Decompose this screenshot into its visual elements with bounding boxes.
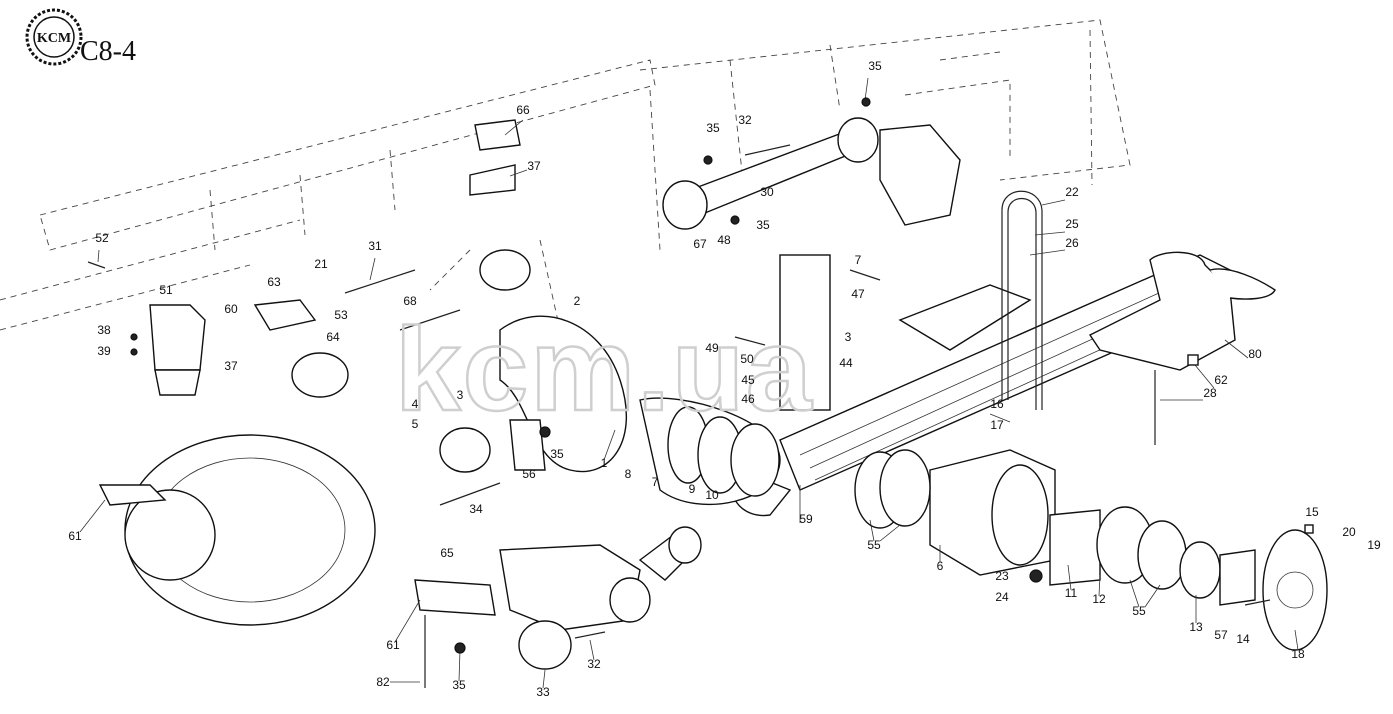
- callout-c33: 33: [536, 685, 550, 699]
- callout-c37a: 37: [527, 159, 541, 173]
- callout-c61b: 61: [386, 638, 400, 652]
- callout-c17: 17: [990, 418, 1004, 432]
- callout-c64: 64: [326, 330, 340, 344]
- callout-c48: 48: [717, 233, 731, 247]
- callout-c60: 60: [224, 302, 238, 316]
- callout-c13: 13: [1189, 620, 1203, 634]
- callout-c24: 24: [995, 590, 1009, 604]
- hub-assembly: [854, 449, 1328, 651]
- callout-c20: 20: [1342, 525, 1356, 539]
- callout-c9: 9: [689, 482, 696, 496]
- callout-c32a: 32: [738, 113, 752, 127]
- callout-c55b: 55: [1132, 604, 1146, 618]
- callout-c67: 67: [693, 237, 707, 251]
- callout-c6: 6: [937, 559, 944, 573]
- callout-c4: 4: [412, 397, 419, 411]
- callout-c8: 8: [625, 467, 632, 481]
- callout-c56: 56: [522, 467, 536, 481]
- callout-c32b: 32: [587, 657, 601, 671]
- u-bolt: [1001, 190, 1043, 410]
- callout-c35b: 35: [706, 121, 720, 135]
- callout-c38: 38: [97, 323, 111, 337]
- callout-c14: 14: [1236, 632, 1250, 646]
- callout-c44: 44: [839, 356, 853, 370]
- callout-c7: 7: [855, 253, 862, 267]
- spring-bracket: [1088, 251, 1276, 371]
- callout-c10: 10: [705, 488, 719, 502]
- leader-lines: [79, 77, 1299, 689]
- callout-c30: 30: [760, 185, 774, 199]
- kcm-logo: KCM: [25, 8, 83, 66]
- callout-c7b: 7: [652, 475, 659, 489]
- callout-c59: 59: [799, 512, 813, 526]
- callout-c68: 68: [403, 294, 417, 308]
- callout-c45: 45: [741, 373, 755, 387]
- callout-c47: 47: [851, 287, 865, 301]
- callout-c52: 52: [95, 231, 109, 245]
- callout-c2: 2: [574, 294, 581, 308]
- callout-c35c: 35: [756, 218, 770, 232]
- callout-c46: 46: [741, 392, 755, 406]
- callout-c66: 66: [516, 103, 530, 117]
- callout-c57: 57: [1214, 628, 1228, 642]
- callout-c49: 49: [705, 341, 719, 355]
- callout-c3a: 3: [845, 330, 852, 344]
- callout-c23: 23: [995, 569, 1009, 583]
- callout-c31: 31: [368, 239, 382, 253]
- callout-c62: 62: [1214, 373, 1228, 387]
- callout-c34: 34: [469, 502, 483, 516]
- pivot-casting: [499, 315, 781, 506]
- nuts: [130, 97, 1314, 654]
- callout-c39: 39: [97, 344, 111, 358]
- callout-c82: 82: [376, 675, 390, 689]
- callout-c35d: 35: [550, 447, 564, 461]
- callout-c15: 15: [1305, 505, 1319, 519]
- callout-c5: 5: [412, 417, 419, 431]
- callout-c22: 22: [1065, 185, 1079, 199]
- watermark-text: kcm.ua: [395, 304, 814, 436]
- callout-c35e: 35: [452, 678, 466, 692]
- callout-c65: 65: [440, 546, 454, 560]
- callout-c51: 51: [159, 283, 173, 297]
- diagram-code: C8-4: [80, 36, 136, 67]
- callout-c11: 11: [1065, 586, 1078, 600]
- callout-c37b: 37: [224, 359, 238, 373]
- callout-c16: 16: [990, 397, 1004, 411]
- callout-c80: 80: [1248, 347, 1262, 361]
- callout-c63: 63: [267, 275, 281, 289]
- callout-c12: 12: [1092, 592, 1106, 606]
- reaction-rod: [662, 117, 961, 230]
- callout-c26: 26: [1065, 236, 1079, 250]
- callout-c35a: 35: [868, 59, 882, 73]
- callout-c21: 21: [314, 257, 328, 271]
- axle-housing-left: [98, 434, 376, 626]
- callout-c28: 28: [1203, 386, 1217, 400]
- callout-c53: 53: [334, 308, 348, 322]
- callout-c25: 25: [1065, 217, 1079, 231]
- callout-c1: 1: [601, 456, 608, 470]
- svg-text:KCM: KCM: [37, 31, 71, 46]
- callout-c19: 19: [1367, 538, 1381, 552]
- mounts: [149, 119, 831, 670]
- bolts: [87, 144, 1271, 688]
- callout-c18: 18: [1291, 647, 1305, 661]
- callout-c50: 50: [740, 352, 754, 366]
- callout-c61a: 61: [68, 529, 82, 543]
- callout-c3b: 3: [457, 388, 464, 402]
- callout-c55a: 55: [867, 538, 881, 552]
